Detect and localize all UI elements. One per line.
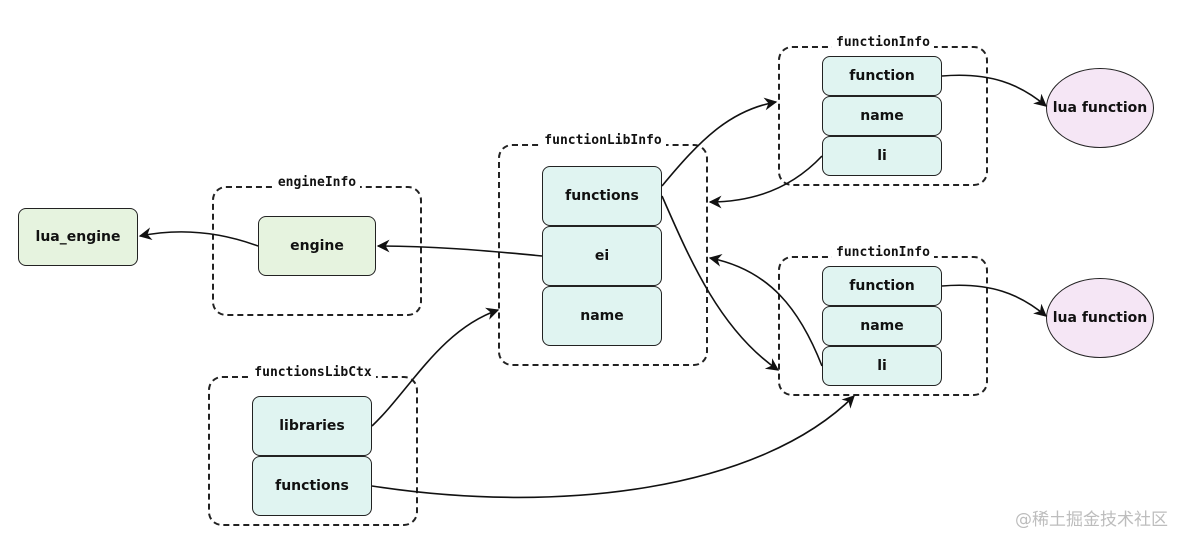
node-lua-function-top[interactable]: lua function bbox=[1046, 68, 1154, 148]
edge-ctx-functions-to-fi-bottom bbox=[371, 395, 855, 499]
node-lua-function-bottom[interactable]: lua function bbox=[1046, 278, 1154, 358]
node-ctx-functions[interactable]: functions bbox=[252, 456, 372, 516]
edge-lib-functions-to-fi-bottom bbox=[661, 195, 780, 371]
node-fi-top-name[interactable]: name bbox=[822, 96, 942, 136]
group-functions-lib-ctx: functionsLibCtx bbox=[208, 365, 418, 526]
node-lua-engine[interactable]: lua_engine bbox=[18, 208, 138, 266]
node-fi-bottom-li[interactable]: li bbox=[822, 346, 942, 386]
edge-fi-top-function-to-lua bbox=[941, 74, 1047, 107]
node-fi-bottom-function[interactable]: function bbox=[822, 266, 942, 306]
edge-engine-to-lua-engine bbox=[138, 227, 259, 247]
group-engine-info: engineInfo bbox=[212, 175, 422, 316]
edge-ei-to-engine bbox=[376, 239, 543, 257]
group-title-function-info-top: functionInfo bbox=[832, 35, 934, 50]
node-lib-name[interactable]: name bbox=[542, 286, 662, 346]
group-title-function-info-bottom: functionInfo bbox=[832, 245, 934, 260]
group-function-info-top: functionInfo bbox=[778, 35, 988, 186]
group-function-lib-info: functionLibInfo bbox=[498, 133, 708, 366]
edge-fi-bottom-function-to-lua bbox=[941, 284, 1047, 317]
group-function-info-bottom: functionInfo bbox=[778, 245, 988, 396]
edge-libraries-to-lib-info bbox=[371, 307, 500, 427]
group-title-engine-info: engineInfo bbox=[273, 175, 361, 190]
group-title-functions-lib-ctx: functionsLibCtx bbox=[250, 365, 376, 380]
edge-lib-functions-to-fi-top bbox=[661, 97, 778, 187]
node-engine[interactable]: engine bbox=[258, 216, 376, 276]
node-fi-top-function[interactable]: function bbox=[822, 56, 942, 96]
node-lib-ei[interactable]: ei bbox=[542, 226, 662, 286]
node-fi-top-li[interactable]: li bbox=[822, 136, 942, 176]
edge-fi-bottom-li-to-lib-info bbox=[708, 253, 823, 367]
node-lib-functions[interactable]: functions bbox=[542, 166, 662, 226]
group-title-function-lib-info: functionLibInfo bbox=[540, 133, 666, 148]
node-fi-bottom-name[interactable]: name bbox=[822, 306, 942, 346]
node-ctx-libraries[interactable]: libraries bbox=[252, 396, 372, 456]
edge-fi-top-li-to-lib-info bbox=[708, 155, 823, 209]
watermark: @稀土掘金技术社区 bbox=[1015, 510, 1168, 530]
